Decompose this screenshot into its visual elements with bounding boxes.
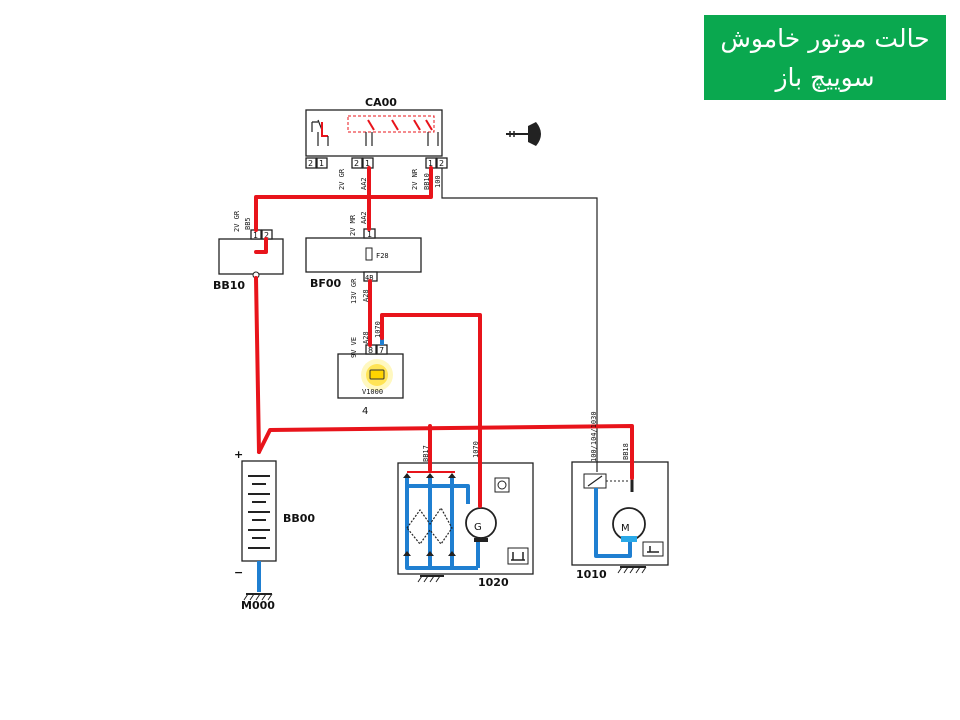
ca00-pin-1c: 1 [428, 159, 433, 168]
title-banner: حالت موتور خاموش سوییچ باز [704, 15, 946, 100]
wire-label-bb5: BB5 [244, 217, 252, 230]
bf00-label: BF00 [310, 277, 342, 290]
wire-label-bb10: BB10 [423, 173, 431, 190]
ca00-internal-bus [347, 115, 435, 133]
battery-cells [248, 475, 270, 549]
wire-label-2vmr: 2V MR [349, 214, 357, 236]
ca00-label: CA00 [365, 96, 397, 109]
alternator-label: 1020 [478, 576, 509, 589]
bf00-pin-1: 1 [367, 230, 372, 239]
battery-plus: + [234, 448, 243, 461]
starter-tool-icon [647, 546, 659, 553]
ground-m000: M000 [241, 561, 275, 612]
wire-label-9vve: 9V VE [350, 337, 358, 358]
wire-label-2vgr-bb5: 2V GR [233, 210, 241, 232]
wire-label-1070: 1070 [374, 321, 382, 338]
wire-bb10-battery [254, 237, 268, 454]
ignition-switch-ca00: CA00 2 1 2 1 1 2 [305, 96, 448, 169]
alternator-tool-icon [511, 552, 525, 561]
generator-letter: G [474, 522, 482, 533]
ca00-pin-1b: 1 [365, 159, 370, 168]
wire-label-a28b: A28 [362, 331, 370, 344]
wire-label-1070b: 1070 [472, 441, 480, 458]
warning-lamp-v1000: 8 7 V1000 4 [337, 344, 404, 417]
wire-label-2vgr-top: 2V GR [338, 168, 346, 190]
wire-label-a28: A28 [362, 289, 370, 302]
bf00-box [305, 237, 422, 273]
wire-label-bb17: BB17 [422, 445, 430, 462]
v1000-label: V1000 [362, 388, 383, 396]
bb10-pin-2: 2 [264, 231, 269, 240]
bf00-pin-4b: 4B [365, 274, 373, 282]
wire-label-2vnr: 2V NR [411, 168, 419, 190]
ground-label: M000 [241, 599, 275, 612]
ca00-pin-2a: 2 [308, 159, 313, 168]
bb10-label: BB10 [213, 279, 245, 292]
bb10-pin-1: 1 [253, 231, 258, 240]
wire-lamp-alternator [380, 313, 482, 508]
starter-label: 1010 [576, 568, 607, 581]
fuse-box-bf00: 1 F28 4B BF00 [305, 228, 422, 290]
ca00-box [305, 109, 443, 157]
starter-1010: M 1010 [571, 461, 669, 581]
alternator-1020: G 1020 [397, 462, 534, 589]
wire-ca00-bb10 [254, 166, 433, 232]
battery-label: BB00 [283, 512, 315, 525]
starter-ground-wire [594, 488, 632, 558]
ca00-contact-2 [321, 122, 328, 137]
wire-battery-bus [257, 424, 634, 480]
wire-label-100: 100 [434, 175, 442, 188]
ca00-pin-2c: 2 [439, 159, 444, 168]
wire-label-13vgr: 13V GR [350, 278, 358, 304]
v1000-pin-7: 7 [379, 346, 384, 355]
ca00-switch-blades [367, 119, 433, 131]
fuse-f28-label: F28 [376, 252, 389, 260]
ca00-pin-1a: 1 [319, 159, 324, 168]
wire-label-aa2-top: AA2 [360, 177, 368, 190]
title-line-engine-off: حالت موتور خاموش [720, 24, 930, 53]
v1000-number: 4 [362, 406, 368, 417]
regulator-icon [497, 480, 507, 490]
rectifier-bridge [405, 476, 480, 570]
wire-labels: 2V GR AA2 2V NR BB10 100 2V GR BB5 2V MR… [233, 168, 630, 462]
motor-letter: M [621, 523, 630, 534]
ignition-key-icon [506, 122, 541, 146]
stator-windings [406, 506, 453, 546]
ca00-internal-leads [317, 132, 439, 146]
bb10-box [218, 238, 284, 275]
battery-bb00: + − BB00 [234, 448, 315, 579]
fuse-box-bb10: 1 2 BB10 [213, 229, 284, 292]
title-line-switch-open: سوییچ باز [775, 63, 875, 92]
wire-starter-control [441, 168, 598, 472]
wire-label-bb18: BB18 [622, 443, 630, 460]
battery-warning-icon [369, 369, 385, 380]
battery-minus: − [234, 566, 243, 579]
ca00-pin-2b: 2 [354, 159, 359, 168]
v1000-pin-8: 8 [368, 346, 373, 355]
wire-label-aa2-mid: AA2 [360, 211, 368, 224]
wire-label-1030: 100/104/1030 [590, 411, 598, 462]
